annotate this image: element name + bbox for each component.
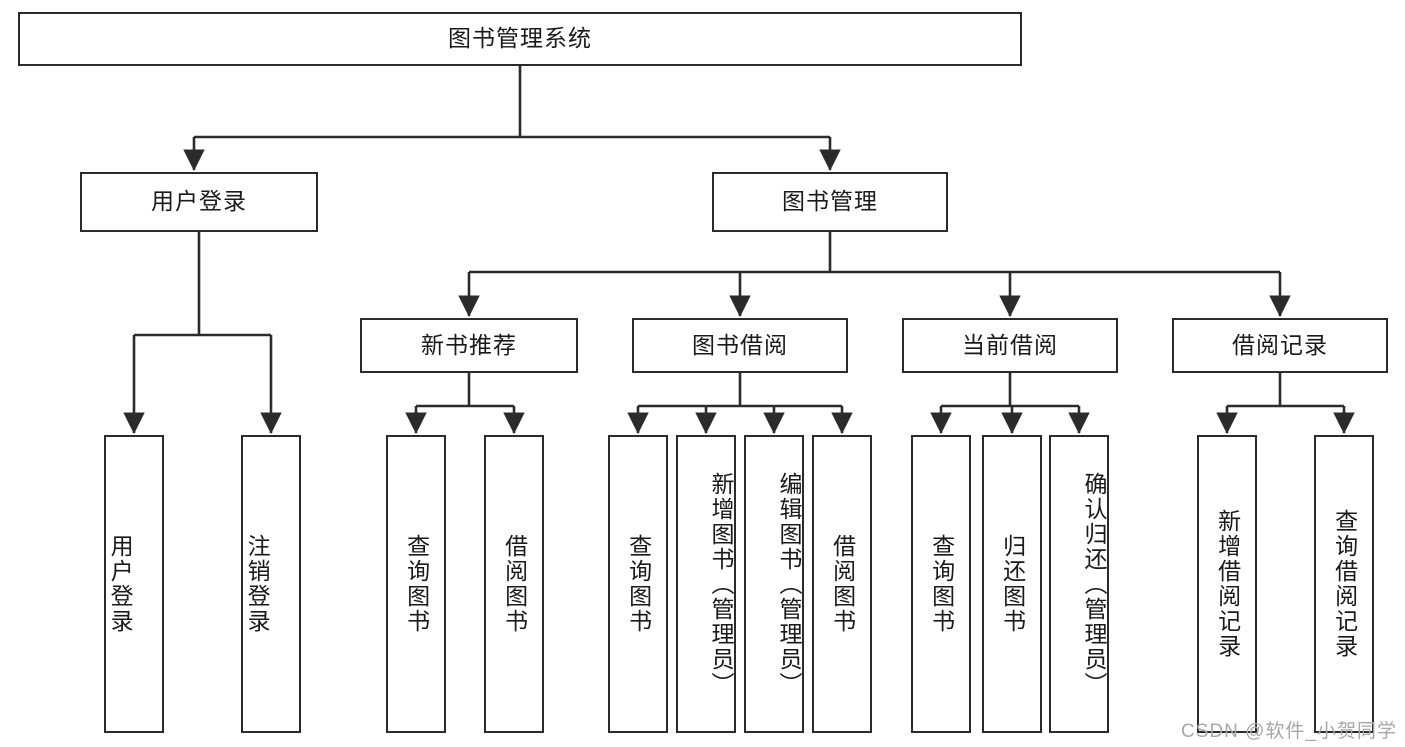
node-leaf-edit-book-admin-label: 编辑图书（管理员） [776, 471, 802, 697]
node-borrow-record-label: 借阅记录 [1232, 331, 1328, 358]
node-new-book-rec-label: 新书推荐 [421, 331, 517, 358]
node-leaf-return-book[interactable]: 归还图书 [982, 435, 1042, 733]
node-leaf-confirm-return-admin-label: 确认归还（管理员） [1081, 471, 1107, 697]
node-leaf-query-book-2-label: 查询图书 [625, 534, 652, 634]
node-leaf-query-book-3[interactable]: 查询图书 [911, 435, 971, 733]
node-leaf-query-borrow-record[interactable]: 查询借阅记录 [1314, 435, 1374, 733]
node-book-manage-label: 图书管理 [782, 188, 878, 215]
node-leaf-borrow-book-1-label: 借阅图书 [501, 534, 528, 634]
node-leaf-borrow-book-2-label: 借阅图书 [829, 534, 856, 634]
node-leaf-add-borrow-record[interactable]: 新增借阅记录 [1197, 435, 1257, 733]
node-user-login[interactable]: 用户登录 [80, 172, 318, 232]
node-leaf-logout[interactable]: 注销登录 [241, 435, 301, 733]
node-leaf-borrow-book-1[interactable]: 借阅图书 [484, 435, 544, 733]
node-leaf-add-book-admin[interactable]: 新增图书（管理员） [676, 435, 736, 733]
node-book-borrow-label: 图书借阅 [692, 331, 788, 358]
node-leaf-query-borrow-record-label: 查询借阅记录 [1331, 509, 1358, 659]
csdn-watermark: CSDN @软件_小贺同学 [1181, 721, 1397, 742]
edge-group-new-book-rec [405, 373, 525, 434]
node-leaf-confirm-return-admin[interactable]: 确认归还（管理员） [1049, 435, 1109, 733]
node-book-borrow[interactable]: 图书借阅 [632, 318, 848, 373]
node-leaf-user-login[interactable]: 用户登录 [104, 435, 164, 733]
node-leaf-add-borrow-record-label: 新增借阅记录 [1214, 509, 1241, 659]
node-current-borrow-label: 当前借阅 [962, 331, 1058, 358]
node-borrow-record[interactable]: 借阅记录 [1172, 318, 1388, 373]
node-leaf-query-book-3-label: 查询图书 [928, 534, 955, 634]
edge-group-root [183, 66, 841, 171]
node-book-manage[interactable]: 图书管理 [712, 172, 948, 232]
node-leaf-query-book-1[interactable]: 查询图书 [386, 435, 446, 733]
edge-group-book-borrow [627, 373, 853, 434]
node-leaf-user-login-label: 用户登录 [107, 534, 134, 634]
node-current-borrow[interactable]: 当前借阅 [902, 318, 1118, 373]
edge-group-user-login [123, 232, 282, 434]
node-leaf-return-book-label: 归还图书 [999, 534, 1026, 634]
node-new-book-rec[interactable]: 新书推荐 [360, 318, 578, 373]
node-leaf-logout-label: 注销登录 [244, 534, 271, 634]
edge-group-borrow-record [1216, 373, 1355, 434]
edge-group-current-borrow [930, 373, 1090, 434]
node-root-title[interactable]: 图书管理系统 [18, 12, 1022, 66]
node-leaf-edit-book-admin[interactable]: 编辑图书（管理员） [744, 435, 804, 733]
node-leaf-query-book-1-label: 查询图书 [403, 534, 430, 634]
node-leaf-query-book-2[interactable]: 查询图书 [608, 435, 668, 733]
node-root-title-label: 图书管理系统 [448, 25, 592, 52]
node-leaf-add-book-admin-label: 新增图书（管理员） [708, 471, 734, 697]
node-leaf-borrow-book-2[interactable]: 借阅图书 [812, 435, 872, 733]
edge-group-book-manage [458, 232, 1291, 317]
node-user-login-label: 用户登录 [151, 188, 247, 215]
